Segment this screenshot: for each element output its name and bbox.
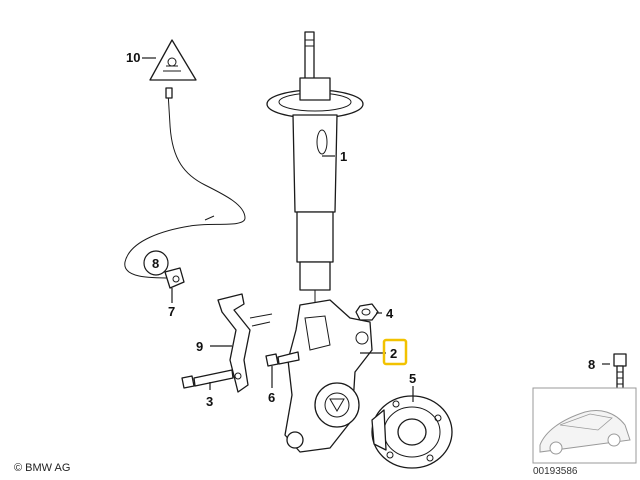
strut-assembly[interactable] [266,31,364,305]
callout-10[interactable]: 10 [126,50,140,65]
document-id: 00193586 [533,466,578,477]
leader-lines [142,57,414,402]
inset-bolt-panel: 8 [588,353,627,393]
callout-8-circle [143,250,169,276]
inset-callout-8[interactable]: 8 [588,357,595,372]
callout-9[interactable]: 9 [196,339,203,354]
callout-4[interactable]: 4 [386,306,394,321]
wheel-hub[interactable] [371,395,453,469]
callout-8[interactable]: 8 [152,256,159,271]
copyright-label: © BMW AG [14,462,71,474]
hex-bolt-3[interactable] [181,369,234,389]
steering-knuckle[interactable] [284,299,373,453]
callout-7[interactable]: 7 [168,304,175,319]
warning-triangle-icon [149,39,197,81]
vehicle-thumbnail [532,387,637,464]
callout-5[interactable]: 5 [409,371,416,386]
highlight-box [382,338,408,366]
callout-3[interactable]: 3 [206,394,213,409]
callout-2[interactable]: 2 [390,346,397,361]
sensor-bracket[interactable] [217,293,273,393]
hex-bolt-6[interactable] [265,351,300,367]
brake-wear-sensor-cable[interactable] [124,87,246,289]
nut[interactable] [355,303,379,321]
callout-1[interactable]: 1 [340,149,347,164]
callout-6[interactable]: 6 [268,390,275,405]
